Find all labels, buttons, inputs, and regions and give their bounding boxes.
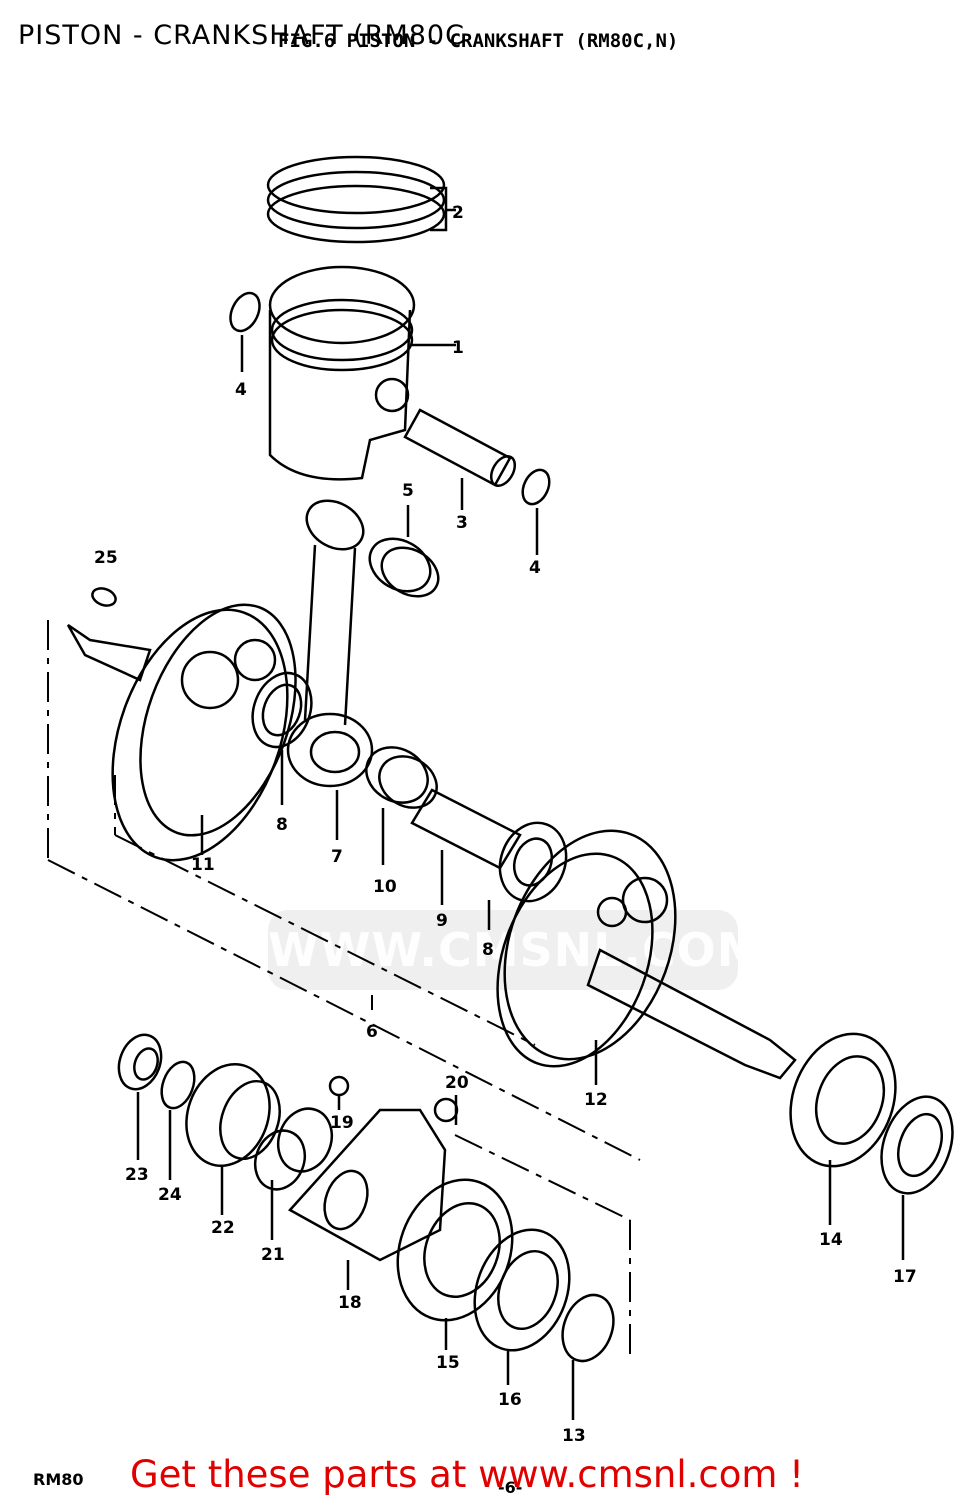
callout-22: 22 [211,1218,235,1238]
connecting-rod[interactable] [286,491,374,840]
screw[interactable] [433,1095,459,1125]
piston[interactable] [268,265,456,481]
callout-7: 7 [331,847,343,867]
callout-11: 11 [191,855,215,875]
callout-5: 5 [402,481,414,501]
crankshaft-left[interactable] [66,583,325,884]
callout-24: 24 [158,1185,182,1205]
callout-8-right: 8 [482,940,494,960]
callout-18: 18 [338,1293,362,1313]
callout-14: 14 [819,1230,843,1250]
model-label: RM80 [33,1470,84,1489]
callout-6: 6 [366,1022,378,1042]
callout-16: 16 [498,1390,522,1410]
washer[interactable] [156,1057,201,1180]
callout-10: 10 [373,877,397,897]
callout-8-left: 8 [276,815,288,835]
callout-21: 21 [261,1245,285,1265]
figure-title: FIG.6 PISTON - CRANKSHAFT (RM80C,N) [278,30,679,52]
circlip-right[interactable] [518,466,555,555]
bearing-right[interactable] [773,1019,913,1225]
circlip-left[interactable] [225,288,265,372]
bearing-retainer-plate[interactable] [288,1108,447,1290]
callout-4-right: 4 [529,558,541,578]
callout-12: 12 [584,1090,608,1110]
callout-15: 15 [436,1353,460,1373]
woodruff-key[interactable] [90,585,118,608]
callout-23: 23 [125,1165,149,1185]
callout-labels: 1 2 3 4 4 5 6 7 8 8 9 10 11 12 13 14 15 … [94,203,917,1446]
thrust-washer-right[interactable] [487,813,577,930]
thrust-washer-left[interactable] [243,665,322,805]
page-number: -6- [498,1478,523,1497]
page-title: PISTON - CRANKSHAFT (RM80C [18,20,465,51]
crank-pin[interactable] [410,788,522,905]
oil-seal-right[interactable] [869,1087,965,1260]
watermark: WWW.CMSNL.COM [268,910,763,990]
callout-4-left: 4 [235,380,247,400]
callout-2: 2 [452,203,464,223]
big-end-bearing[interactable] [356,736,446,865]
nut[interactable] [112,1029,169,1160]
parts-link-banner[interactable]: Get these parts at www.cmsnl.com ! [130,1453,805,1496]
callout-20: 20 [445,1073,469,1093]
callout-1: 1 [452,338,464,358]
callout-3: 3 [456,513,468,533]
small-end-bearing[interactable] [360,505,447,606]
assembly-bracket [47,620,641,1355]
callout-9: 9 [436,911,448,931]
callout-19: 19 [330,1113,354,1133]
oil-seal-left[interactable] [459,1216,586,1385]
piston-rings[interactable] [266,155,456,244]
spacer[interactable] [247,1101,340,1240]
bearing-left[interactable] [379,1164,532,1350]
callout-13: 13 [562,1426,586,1446]
crankshaft-right[interactable] [470,807,797,1088]
callout-25: 25 [94,548,118,568]
bolt[interactable] [328,1075,350,1110]
collar[interactable] [554,1288,622,1420]
primary-drive-gear[interactable] [173,1052,290,1215]
piston-pin[interactable] [403,408,520,510]
callout-17: 17 [893,1267,917,1287]
